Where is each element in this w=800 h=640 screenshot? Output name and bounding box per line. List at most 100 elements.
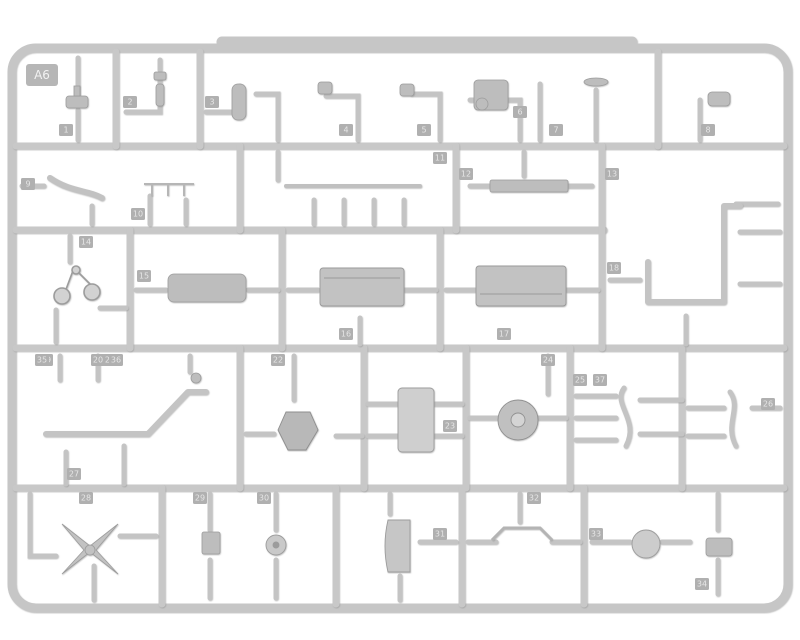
part-number-tag: 17 bbox=[497, 328, 511, 340]
part-number-text: 7 bbox=[553, 126, 558, 135]
part-small-box bbox=[201, 531, 221, 555]
sprue-label-tag: A6 bbox=[26, 64, 58, 86]
part-number-text: 9 bbox=[25, 180, 30, 189]
part-number-tag: 10 bbox=[131, 208, 145, 220]
part-number-text: 13 bbox=[607, 170, 617, 179]
part-number-text: 28 bbox=[81, 494, 91, 503]
part-round-pulley bbox=[265, 534, 287, 556]
part-pipe-elbow-2 bbox=[317, 81, 333, 95]
part-number-text: 20 bbox=[93, 356, 103, 365]
part-number-text: 27 bbox=[69, 470, 79, 479]
part-number-tag: 5 bbox=[417, 124, 431, 136]
part-exhaust-pipe bbox=[645, 203, 743, 305]
part-number-tag-bg bbox=[193, 492, 207, 504]
part-number-text: 17 bbox=[499, 330, 509, 339]
part-number-tag: 15 bbox=[137, 270, 151, 282]
part-number-tag: 37 bbox=[593, 374, 607, 386]
part-number-text: 33 bbox=[591, 530, 601, 539]
part-starter bbox=[705, 537, 733, 557]
part-number-tag-bg bbox=[79, 492, 93, 504]
part-number-tag-bg bbox=[541, 354, 555, 366]
part-number-tag-bg bbox=[549, 124, 563, 136]
part-gear-housing bbox=[497, 399, 539, 441]
part-number-tag-bg bbox=[607, 262, 621, 274]
part-number-text: 32 bbox=[529, 494, 539, 503]
part-number-tag: 33 bbox=[589, 528, 603, 540]
part-number-text: 11 bbox=[435, 154, 445, 163]
part-number-tag-bg bbox=[443, 420, 457, 432]
part-number-tag-bg bbox=[67, 468, 81, 480]
part-number-tag-bg bbox=[459, 168, 473, 180]
part-valve-small bbox=[153, 71, 167, 107]
part-pipe-elbow-1 bbox=[231, 83, 247, 121]
part-number-tag: 1 bbox=[59, 124, 73, 136]
part-number-tag-bg bbox=[339, 124, 353, 136]
part-number-text: 5 bbox=[421, 126, 426, 135]
part-number-text: 1 bbox=[63, 126, 68, 135]
part-number-tag: 20 bbox=[91, 354, 105, 366]
part-number-text: 35 bbox=[37, 356, 47, 365]
part-dome-cover bbox=[384, 519, 411, 573]
part-number-tag: 32 bbox=[527, 492, 541, 504]
part-number-tag: 22 bbox=[271, 354, 285, 366]
part-number-text: 34 bbox=[697, 580, 707, 589]
part-number-tag-bg bbox=[137, 270, 151, 282]
part-number-text: 24 bbox=[543, 356, 553, 365]
part-number-tag: 25 bbox=[573, 374, 587, 386]
part-number-tag-bg bbox=[589, 528, 603, 540]
part-number-tag: 27 bbox=[67, 468, 81, 480]
part-pump-housing bbox=[473, 79, 509, 111]
part-number-tag-bg bbox=[417, 124, 431, 136]
part-number-text: 15 bbox=[139, 272, 149, 281]
part-number-tag-bg bbox=[91, 354, 105, 366]
sprue-label-text: A6 bbox=[34, 68, 50, 82]
part-number-tag: 26 bbox=[761, 398, 775, 410]
part-number-tag: 30 bbox=[257, 492, 271, 504]
part-flywheel bbox=[631, 529, 661, 559]
part-cap-post bbox=[583, 77, 609, 87]
part-number-tag-bg bbox=[433, 528, 447, 540]
part-number-tag: 28 bbox=[79, 492, 93, 504]
part-number-tag: 2 bbox=[123, 96, 137, 108]
part-number-tag-bg bbox=[695, 578, 709, 590]
part-number-tag: 29 bbox=[193, 492, 207, 504]
part-number-text: 23 bbox=[445, 422, 455, 431]
part-number-text: 29 bbox=[195, 494, 205, 503]
part-long-rail bbox=[489, 179, 569, 193]
part-number-tag: 35 bbox=[35, 354, 49, 366]
part-number-tag-bg bbox=[761, 398, 775, 410]
part-number-tag: 12 bbox=[459, 168, 473, 180]
part-number-text: 6 bbox=[517, 108, 522, 117]
part-number-tag: 4 bbox=[339, 124, 353, 136]
part-number-tag-bg bbox=[79, 236, 93, 248]
part-cover-plate bbox=[397, 387, 435, 453]
part-number-tag: 18 bbox=[607, 262, 621, 274]
part-number-tag: 16 bbox=[339, 328, 353, 340]
part-number-text: 12 bbox=[461, 170, 471, 179]
part-number-tag-bg bbox=[205, 96, 219, 108]
part-number-tag-bg bbox=[21, 178, 35, 190]
part-number-tags: 1234567891011121314151617181920212223242… bbox=[21, 96, 775, 590]
part-pipe-elbow-3 bbox=[399, 83, 415, 97]
part-number-tag: 3 bbox=[205, 96, 219, 108]
part-mount-bracket bbox=[277, 411, 319, 451]
part-curved-pipe bbox=[47, 175, 105, 201]
part-number-tag: 23 bbox=[443, 420, 457, 432]
part-spark-leads bbox=[144, 183, 194, 196]
part-number-tag-bg bbox=[701, 124, 715, 136]
part-number-tag-bg bbox=[527, 492, 541, 504]
part-number-tag-bg bbox=[257, 492, 271, 504]
part-number-text: 8 bbox=[705, 126, 710, 135]
sprue-runners-vertical bbox=[112, 48, 686, 608]
part-number-text: 26 bbox=[763, 400, 773, 409]
part-number-tag: 8 bbox=[701, 124, 715, 136]
part-bracket-pair bbox=[618, 385, 739, 449]
part-number-text: 30 bbox=[259, 494, 269, 503]
part-number-tag: 11 bbox=[433, 152, 447, 164]
part-number-tag: 34 bbox=[695, 578, 709, 590]
part-number-tag-bg bbox=[593, 374, 607, 386]
part-number-tag-bg bbox=[433, 152, 447, 164]
part-number-text: 31 bbox=[435, 530, 445, 539]
part-number-tag: 24 bbox=[541, 354, 555, 366]
